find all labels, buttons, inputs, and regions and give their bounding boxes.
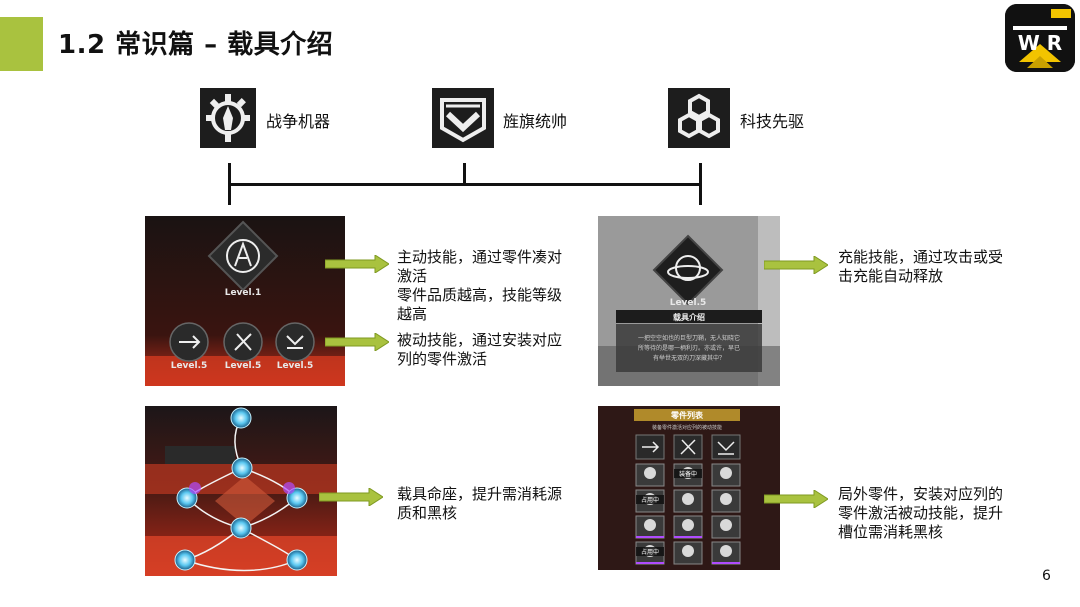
parts-subheader: 装备零件激活对应列的被动技能 xyxy=(652,424,722,431)
constellation-screenshot xyxy=(145,406,337,576)
part-tag-occupied-1: 占用中 xyxy=(641,496,659,504)
charge-skill-screenshot: Level.5 载具介绍 一把空空如也的巨型刀鞘，无人知晓它 所等待的是哪一柄利… xyxy=(598,216,780,386)
slide-title: 1.2 常识篇 – 载具介绍 xyxy=(58,30,334,60)
part-tag-equipped: 装备中 xyxy=(679,470,697,478)
arrow-active-skill-icon xyxy=(325,255,389,273)
main-skill-level: Level.1 xyxy=(225,288,262,298)
bracket-right-tick xyxy=(699,163,702,205)
arrow-charge-skill-icon xyxy=(764,256,828,274)
sub-skill-level-3: Level.5 xyxy=(277,361,314,371)
game-logo-icon: W R xyxy=(1005,4,1075,72)
parts-list-screenshot: 零件列表 装备零件激活对应列的被动技能 xyxy=(598,406,780,570)
skills-screenshot: Level.1 Level.5 Level.5 Level.5 xyxy=(145,216,345,386)
svg-text:有举世无双的刀深藏其中？: 有举世无双的刀深藏其中？ xyxy=(653,354,725,362)
sub-skill-level-1: Level.5 xyxy=(171,361,208,371)
category-label-banner-commander: 旌旗统帅 xyxy=(503,112,568,131)
charge-skill-level: Level.5 xyxy=(670,298,707,308)
svg-text:W R: W R xyxy=(1018,31,1062,55)
bracket-left-tick xyxy=(228,163,231,205)
arrow-passive-skill-icon xyxy=(325,333,389,351)
svg-text:一把空空如也的巨型刀鞘，无人知晓它: 一把空空如也的巨型刀鞘，无人知晓它 xyxy=(638,334,740,342)
category-label-war-machine: 战争机器 xyxy=(266,112,331,131)
gear-rocket-icon xyxy=(200,88,256,148)
charge-panel-title: 载具介绍 xyxy=(673,312,705,322)
svg-text:所等待的是哪一柄利刃。亦或许，早已: 所等待的是哪一柄利刃。亦或许，早已 xyxy=(638,344,740,352)
bracket-center-tick xyxy=(463,163,466,185)
desc-charge-skill: 充能技能，通过攻击或受 击充能自动释放 xyxy=(838,248,1004,285)
desc-active-skill: 主动技能，通过零件凑对 激活 零件品质越高，技能等级 越高 xyxy=(397,248,563,323)
desc-constellation: 载具命座，提升需消耗源 质和黑核 xyxy=(397,485,563,522)
part-tag-occupied-2: 占用中 xyxy=(641,548,659,556)
category-label-tech-pioneer: 科技先驱 xyxy=(740,112,805,131)
hexagon-cluster-icon xyxy=(668,88,730,148)
parts-header: 零件列表 xyxy=(670,410,704,420)
desc-parts: 局外零件，安装对应列的 零件激活被动技能，提升 槽位需消耗黑核 xyxy=(838,485,1004,541)
desc-passive-skill: 被动技能，通过安装对应 列的零件激活 xyxy=(397,331,563,368)
page-number: 6 xyxy=(1042,568,1051,584)
accent-bar xyxy=(0,17,43,71)
banner-chevron-icon xyxy=(432,88,494,148)
arrow-constellation-icon xyxy=(319,488,383,506)
sub-skill-level-2: Level.5 xyxy=(225,361,262,371)
arrow-parts-icon xyxy=(764,490,828,508)
